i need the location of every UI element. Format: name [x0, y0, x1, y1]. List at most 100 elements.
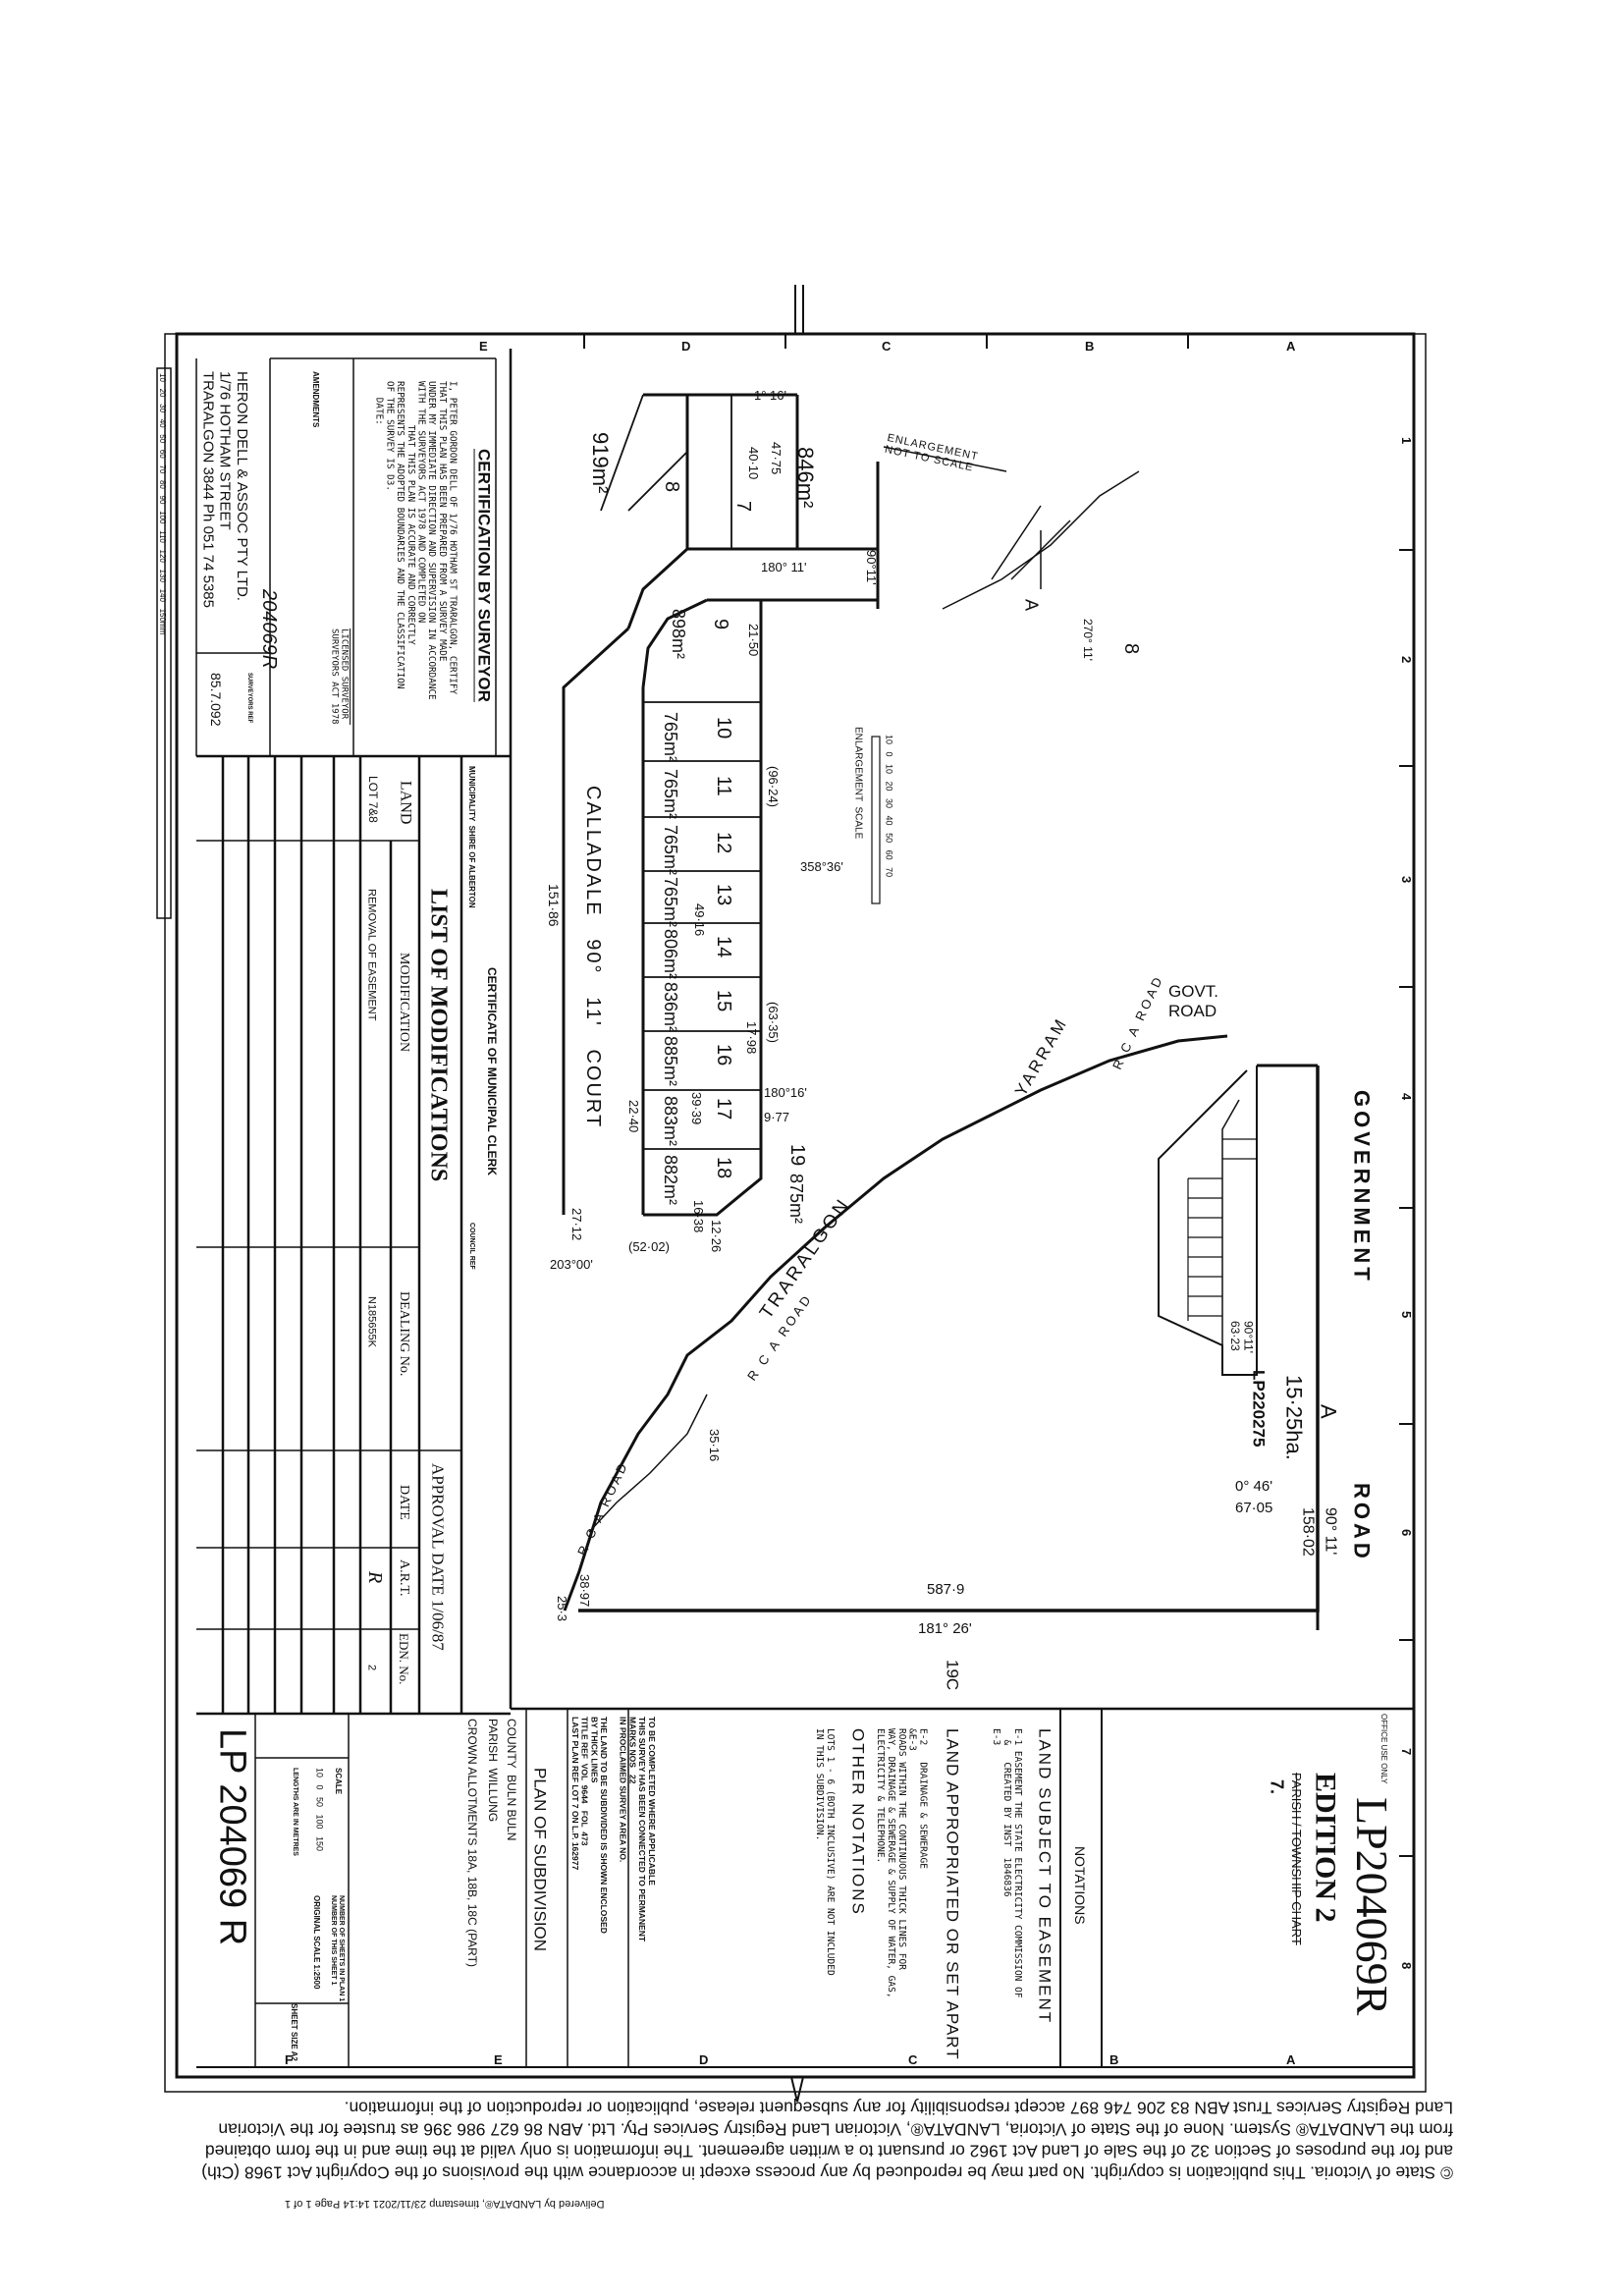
- lot-area: 875m²: [786, 1174, 806, 1225]
- lot-area: 765m²: [661, 712, 680, 763]
- grid-number-5: 5: [1398, 1311, 1414, 1319]
- grid-number-7: 7: [1398, 1748, 1414, 1756]
- street-name: CALLADALE 90° 11' COURT: [582, 786, 604, 1129]
- grid-letter-e-bottom: E: [494, 2052, 503, 2067]
- dimension: (63·35): [766, 1002, 781, 1043]
- dimension: (52·02): [628, 1239, 670, 1254]
- lot-number: 15: [713, 990, 734, 1012]
- dimension: 27·12: [569, 1208, 584, 1241]
- dimension: 47·75: [769, 442, 784, 475]
- original-scale: ORIGINAL SCALE 1:2500: [312, 1895, 322, 1990]
- grid-letter-a: A: [1286, 339, 1296, 354]
- south-bearing: 181° 26': [918, 1620, 972, 1637]
- scale-heading: SCALE: [334, 1768, 344, 1795]
- edition: EDITION 2: [1309, 1773, 1342, 1923]
- dimension: 38·97: [577, 1574, 592, 1608]
- road-length: 158·02: [1299, 1507, 1317, 1557]
- lot-area: 846m²: [793, 447, 818, 509]
- surveyor-firm: HERON DELL & ASSOC PTY LTD. 1/76 HOTHAM …: [199, 371, 250, 608]
- corner-bearing: 0° 46': [1235, 1478, 1273, 1495]
- lot-area: 765m²: [661, 769, 680, 820]
- dimension: 358°36': [800, 859, 843, 874]
- enlargement-scale-label: ENLARGEMENT SCALE: [852, 727, 864, 840]
- plan-of-subdivision-heading: PLAN OF SUBDIVISION: [530, 1768, 550, 1952]
- grid-letter-b-bottom: B: [1109, 2052, 1119, 2067]
- dimension: 90°11': [864, 550, 879, 585]
- lot-area: 883m²: [661, 1096, 680, 1147]
- parish-name: PARISH WILLUNG: [485, 1719, 500, 1823]
- sheet-size: SHEET SIZE A2: [290, 2003, 299, 2061]
- row-land: LOT 7&8: [365, 776, 380, 823]
- column-header-land: LAND: [397, 781, 414, 825]
- grid-letter-f-bottom: F: [285, 2052, 293, 2067]
- lot-area: 885m²: [661, 1036, 680, 1087]
- dimension: 203°00': [550, 1257, 593, 1272]
- dimension: 39·39: [689, 1092, 704, 1125]
- lot-number: 7: [732, 501, 754, 513]
- surveyor-ref-handwritten: 204069R: [258, 589, 280, 670]
- lot-number: 13: [713, 884, 734, 906]
- road-label: ROAD: [1349, 1483, 1375, 1562]
- row-modification: REMOVAL OF EASEMENT: [365, 889, 378, 1021]
- parish-mark: 7.: [1267, 1779, 1287, 1795]
- lot-number: 19: [786, 1144, 808, 1167]
- dimension: 180°16': [764, 1085, 807, 1100]
- scale-values: 10 0 50 100 150: [314, 1768, 325, 1852]
- lot-area: 765m²: [661, 825, 680, 876]
- street-length: 151·86: [546, 884, 563, 927]
- enlargement-scale-ticks: 10 0 10 20 30 40 50 60 70: [884, 735, 894, 878]
- parcel-area: 15·25ha.: [1281, 1375, 1307, 1460]
- municipality: MUNICIPALITY SHIRE OF ALBERTON: [467, 766, 477, 908]
- lot-area: 836m²: [661, 982, 680, 1033]
- county: COUNTY BULN BULN: [504, 1719, 518, 1841]
- parish-label: PARISH / TOWNSHIP CHART: [1288, 1773, 1304, 1945]
- lot-area: 882m²: [661, 1155, 680, 1206]
- dimension: 12·26: [709, 1220, 724, 1253]
- grid-letter-b: B: [1085, 339, 1095, 354]
- dimension: 25·3: [555, 1596, 569, 1622]
- column-header-edn: EDN. No.: [396, 1633, 411, 1685]
- grid-letter-d-bottom: D: [699, 2052, 709, 2067]
- lot-number: 12: [713, 832, 734, 854]
- easement-text: E-1 EASEMENT THE STATE ELECTRICITY COMMI…: [990, 1728, 1023, 1998]
- copyright-footer: © State of Victoria. This publication is…: [201, 2097, 1453, 2183]
- row-dealing: N185655K: [365, 1296, 378, 1347]
- column-header-date: DATE: [397, 1485, 412, 1520]
- notations-heading: NOTATIONS: [1072, 1846, 1089, 1925]
- lot-number: 9: [710, 619, 731, 630]
- plan-number-large: LP 204069 R: [211, 1728, 253, 1946]
- inset-bearing: 270° 11': [1080, 619, 1095, 661]
- lot-number: 18: [713, 1157, 734, 1179]
- lot-area: 806m²: [661, 929, 680, 980]
- lot-number: 10: [713, 717, 734, 739]
- dimension: 16·38: [691, 1200, 706, 1233]
- grid-letter-c: C: [882, 339, 892, 354]
- govt-road-label: GOVT. ROAD: [1168, 982, 1219, 1020]
- dimension: (96·24): [766, 766, 781, 807]
- corner-length: 67·05: [1235, 1500, 1273, 1516]
- grid-letter-a-bottom: A: [1286, 2052, 1296, 2067]
- dimension: 40·10: [746, 447, 761, 480]
- surveyor-ref-label: SURVEYORS REF: [245, 673, 252, 724]
- south-length: 587·9: [927, 1581, 965, 1598]
- grid-number-2: 2: [1398, 656, 1414, 664]
- government-road-label: GOVERNMENT: [1349, 1090, 1375, 1285]
- dimension: 22·40: [626, 1100, 641, 1133]
- grid-number-6: 6: [1398, 1529, 1414, 1537]
- grid-number-1: 1: [1398, 437, 1414, 445]
- grid-letter-c-bottom: C: [908, 2052, 918, 2067]
- grid-number-4: 4: [1398, 1093, 1414, 1101]
- lot-number: 8: [661, 481, 682, 493]
- parcel-ref: LP220275: [1249, 1370, 1269, 1448]
- copyright-line: © State of Victoria. This publication is…: [201, 2162, 1453, 2183]
- job-ref: 85.7.092: [208, 673, 225, 727]
- inset-parcel-a: A: [1021, 599, 1042, 612]
- appropriated-heading: LAND APPROPRIATED OR SET APART: [943, 1728, 962, 2060]
- modifications-title: LIST OF MODIFICATIONS: [425, 889, 452, 1182]
- plan-number: LP204069R: [1346, 1797, 1397, 2016]
- municipal-clerk-heading: CERTIFICATE OF MUNICIPAL CLERK: [484, 967, 499, 1175]
- approval-date: APPROVAL DATE 1/06/87: [428, 1463, 448, 1651]
- road-bearing: 90° 11': [1322, 1507, 1339, 1556]
- council-ref: COUNCIL REF: [468, 1223, 476, 1270]
- grid-letter-e: E: [479, 339, 488, 354]
